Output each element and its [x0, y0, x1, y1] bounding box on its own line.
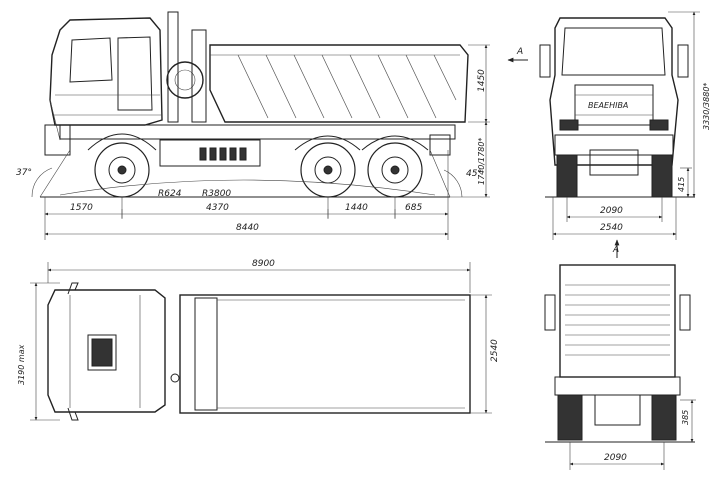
dim-approach-angle: 37°	[16, 168, 32, 178]
dim-rear-overhang: 685	[405, 203, 422, 213]
dim-total-length: 8900	[252, 259, 275, 269]
rear-wheel-2	[367, 142, 423, 198]
dim-mirror-width: 3190 max	[17, 344, 26, 385]
dim-front-track: 2090	[600, 206, 623, 216]
section-label: A	[612, 245, 619, 255]
side-view: 1570 4370 1440 685 8440 37° 45° R624 R38…	[16, 11, 490, 240]
dim-wheelbase-rear: 1440	[345, 203, 368, 213]
rear-wheel-1	[300, 142, 356, 198]
dump-body-hatching	[237, 54, 457, 119]
dim-departure-angle: 45°	[466, 169, 482, 179]
dim-rear-clearance: 385	[681, 410, 690, 425]
section-marker-bottom: A	[612, 239, 620, 258]
dim-body-radius: R3800	[202, 189, 231, 199]
dim-wheelbase-front: 4370	[206, 203, 229, 213]
dim-overall-length: 8440	[236, 223, 259, 233]
chassis-components	[199, 147, 247, 161]
dim-turning-radius: R624	[158, 189, 182, 199]
dim-total-height: 3330/3880*	[702, 83, 711, 130]
grille-text: BEAEHIBA	[588, 101, 628, 110]
section-marker-top: A	[507, 47, 528, 63]
dim-body-height: 1450	[477, 69, 487, 92]
rear-view: 385 2090	[544, 264, 696, 470]
dim-frame-height: 1740/1780*	[477, 138, 486, 185]
dim-front-overhang: 1570	[70, 203, 93, 213]
tailgate-lines	[565, 284, 670, 356]
dim-rear-track: 2090	[604, 453, 627, 463]
dim-body-width: 2540	[490, 339, 500, 362]
dim-front-width: 2540	[600, 223, 623, 233]
dim-ground-clearance: 415	[677, 177, 686, 192]
top-view: 8900 3190 max 2540	[17, 259, 500, 421]
front-view: BEAEHIBA 3330/3880* 415 2090 2540	[539, 11, 711, 240]
section-label: A	[516, 47, 523, 57]
